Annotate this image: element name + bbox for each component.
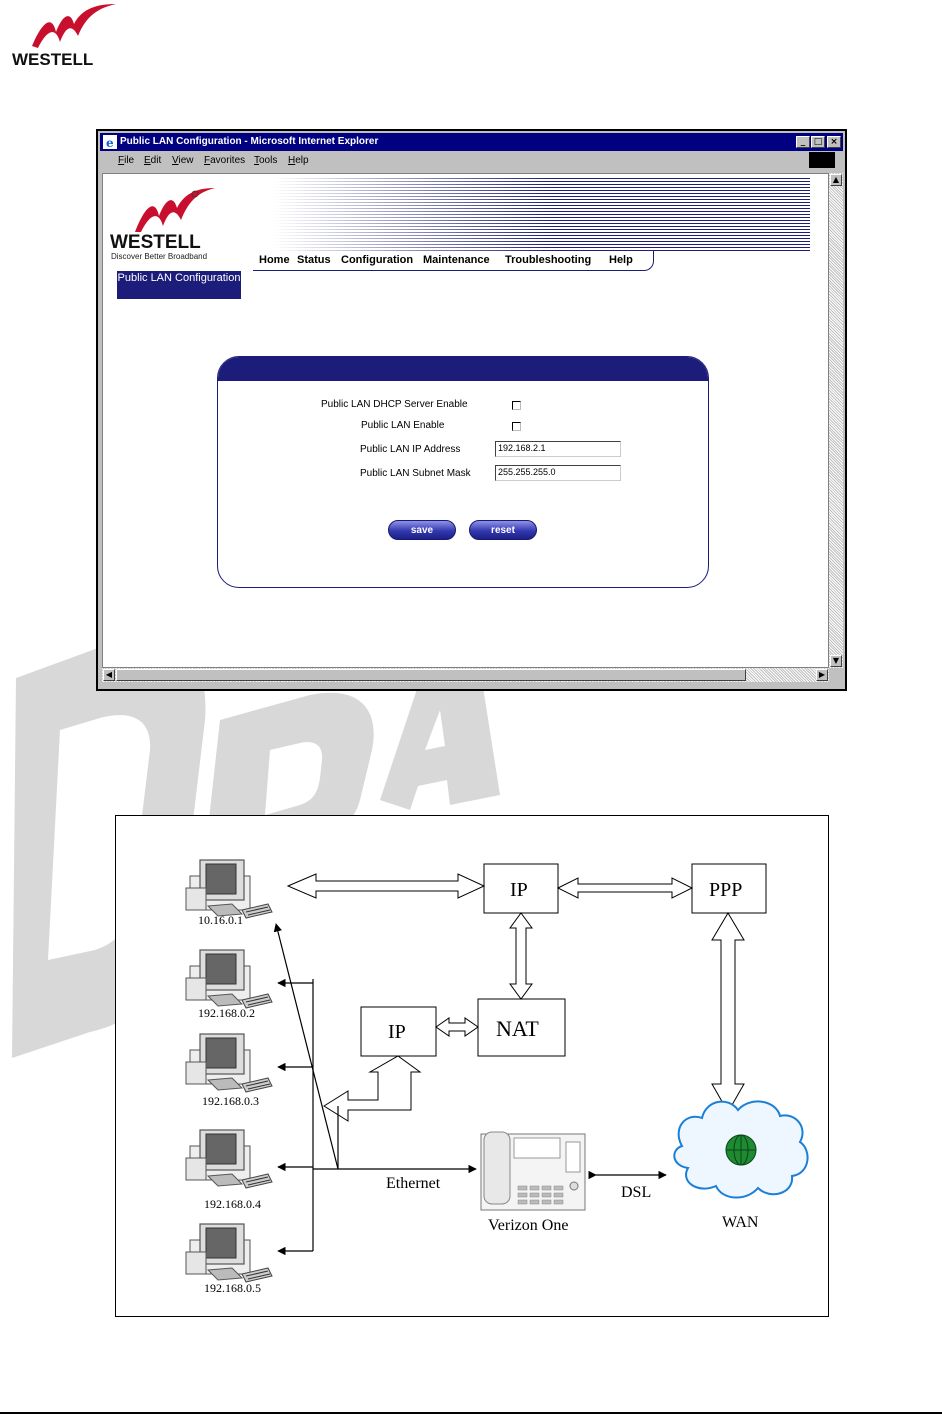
nat-label: NAT: [496, 1016, 539, 1041]
lan-enable-label: Public LAN Enable: [361, 420, 445, 431]
dhcp-enable-label: Public LAN DHCP Server Enable: [321, 399, 468, 410]
close-button[interactable]: ×: [827, 136, 841, 148]
computer-icon: [185, 1223, 273, 1283]
ip-label-1: 10.16.0.1: [198, 913, 243, 927]
ip-label-3: 192.168.0.3: [202, 1094, 259, 1108]
brand-tagline: Discover Better Broadband: [111, 252, 208, 261]
ip-top-label: IP: [510, 879, 528, 901]
verizon-one-device-icon: [480, 1131, 586, 1211]
ip-nat-side-arrow: [435, 1017, 479, 1037]
main-nav: Home Status Configuration Maintenance Tr…: [253, 250, 654, 271]
svg-text:e: e: [106, 136, 114, 149]
menu-help[interactable]: Help: [288, 155, 309, 166]
westell-swoosh-icon: [135, 188, 215, 232]
ppp-box: [691, 863, 767, 914]
page-viewport: WESTELL Discover Better Broadband Home S…: [102, 173, 829, 668]
dhcp-enable-checkbox[interactable]: [512, 401, 521, 410]
minimize-button[interactable]: _: [796, 136, 810, 148]
lan-ip-bent-arrow: [323, 1055, 422, 1122]
globe-icon: [725, 1134, 757, 1166]
horizontal-scrollbar[interactable]: ◀ ▶: [102, 668, 829, 682]
wan-label: WAN: [722, 1214, 759, 1231]
nav-help[interactable]: Help: [609, 254, 633, 266]
ip-address-input[interactable]: 192.168.2.1: [495, 441, 621, 457]
browser-window: e Public LAN Configuration - Microsoft I…: [96, 129, 847, 691]
nav-troubleshooting[interactable]: Troubleshooting: [505, 254, 592, 266]
pc1-link-arrow: [273, 923, 339, 1170]
menu-favorites[interactable]: Favorites: [204, 155, 246, 166]
subnet-mask-input[interactable]: 255.255.255.0: [495, 465, 621, 481]
scroll-down-icon[interactable]: ▼: [830, 655, 842, 667]
windows-logo-icon: [809, 152, 835, 168]
scroll-right-icon[interactable]: ▶: [816, 669, 828, 681]
westell-logo: WESTELL: [12, 2, 122, 70]
menu-file[interactable]: File: [118, 155, 135, 166]
menu-bar: File Edit View Favorites Tools Help: [100, 152, 843, 170]
computer-icon: [185, 1129, 273, 1189]
ip-label-2: 192.168.0.2: [198, 1006, 255, 1020]
nav-status[interactable]: Status: [297, 254, 331, 266]
reset-button[interactable]: reset: [469, 520, 537, 540]
computer-icon: [185, 949, 273, 1009]
nav-maintenance[interactable]: Maintenance: [423, 254, 490, 266]
page-bottom-rule: [0, 1412, 942, 1414]
ethernet-label: Ethernet: [386, 1175, 441, 1192]
network-diagram-svg: 10.16.0.1 192.168.0.2 192.168.0.3 192.16…: [185, 859, 809, 1295]
subnet-mask-label: Public LAN Subnet Mask: [360, 468, 471, 479]
ip-mid-box: [360, 1006, 437, 1057]
maximize-button[interactable]: □: [811, 136, 825, 148]
verizon-one-label: Verizon One: [488, 1217, 568, 1234]
logo-wordmark: WESTELL: [12, 50, 94, 69]
scroll-left-icon[interactable]: ◀: [103, 669, 115, 681]
nav-home[interactable]: Home: [259, 254, 290, 266]
menu-view[interactable]: View: [172, 155, 194, 166]
scroll-up-icon[interactable]: ▲: [830, 174, 842, 186]
computer-icon: [185, 1033, 273, 1093]
computer-icon: [185, 859, 273, 919]
pc-ip-double-arrow: [286, 873, 486, 899]
panel-header: [218, 357, 708, 381]
brand-wordmark: WESTELL: [110, 232, 201, 253]
lan-enable-checkbox[interactable]: [512, 422, 521, 431]
ip-label-4: 192.168.0.4: [204, 1197, 261, 1211]
vertical-scrollbar[interactable]: ▲ ▼: [829, 173, 843, 668]
ip-address-label: Public LAN IP Address: [360, 444, 461, 455]
window-title: Public LAN Configuration - Microsoft Int…: [120, 136, 379, 147]
menu-tools[interactable]: Tools: [254, 155, 278, 166]
menu-edit[interactable]: Edit: [144, 155, 162, 166]
ip-nat-double-arrow: [509, 912, 533, 1000]
ip-ppp-double-arrow: [556, 877, 694, 899]
ppp-label: PPP: [709, 879, 742, 901]
network-diagram: 10.16.0.1 192.168.0.2 192.168.0.3 192.16…: [115, 815, 829, 1317]
dsl-label: DSL: [621, 1184, 651, 1201]
nav-configuration[interactable]: Configuration: [341, 254, 414, 266]
ip-mid-label: IP: [388, 1021, 406, 1043]
header-stripes-fade: [273, 178, 553, 252]
window-titlebar: e Public LAN Configuration - Microsoft I…: [100, 133, 843, 151]
config-panel: Public LAN DHCP Server Enable Public LAN…: [217, 356, 709, 588]
ppp-wan-double-arrow: [711, 912, 745, 1114]
scroll-thumb[interactable]: [116, 669, 746, 681]
internet-explorer-icon: e: [103, 135, 117, 149]
ip-label-5: 192.168.0.5: [204, 1281, 261, 1295]
section-label: Public LAN Configuration: [117, 271, 241, 299]
save-button[interactable]: save: [388, 520, 456, 540]
westell-swoosh-icon: [32, 4, 116, 48]
